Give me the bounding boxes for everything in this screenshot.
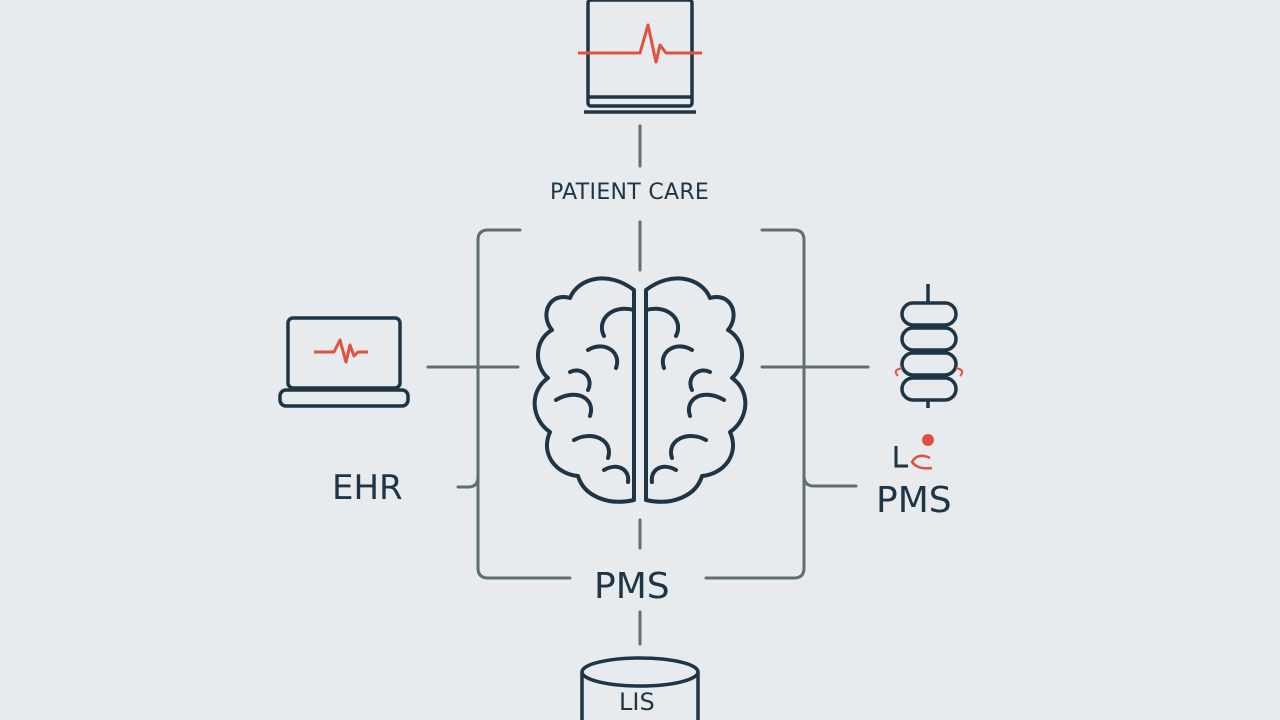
top-node-label: PATIENT CARE [550,180,710,205]
right-node-label: PMS [876,480,952,521]
bottom-node-label: PMS [594,566,670,607]
database-icon [580,656,700,720]
brain-icon [532,276,748,504]
alert-dot-icon [894,434,934,470]
connector-pms-label [802,474,858,488]
bracket-right [704,228,806,580]
laptop-heartbeat-icon [278,316,410,408]
bracket-left [476,228,572,580]
left-node-label: EHR [332,468,403,508]
db-node-label: LIS [619,688,655,716]
connector-lines [426,124,870,646]
monitor-heartbeat-icon [578,0,702,114]
connector-ehr-label [456,475,480,489]
spine-icon [894,284,964,408]
